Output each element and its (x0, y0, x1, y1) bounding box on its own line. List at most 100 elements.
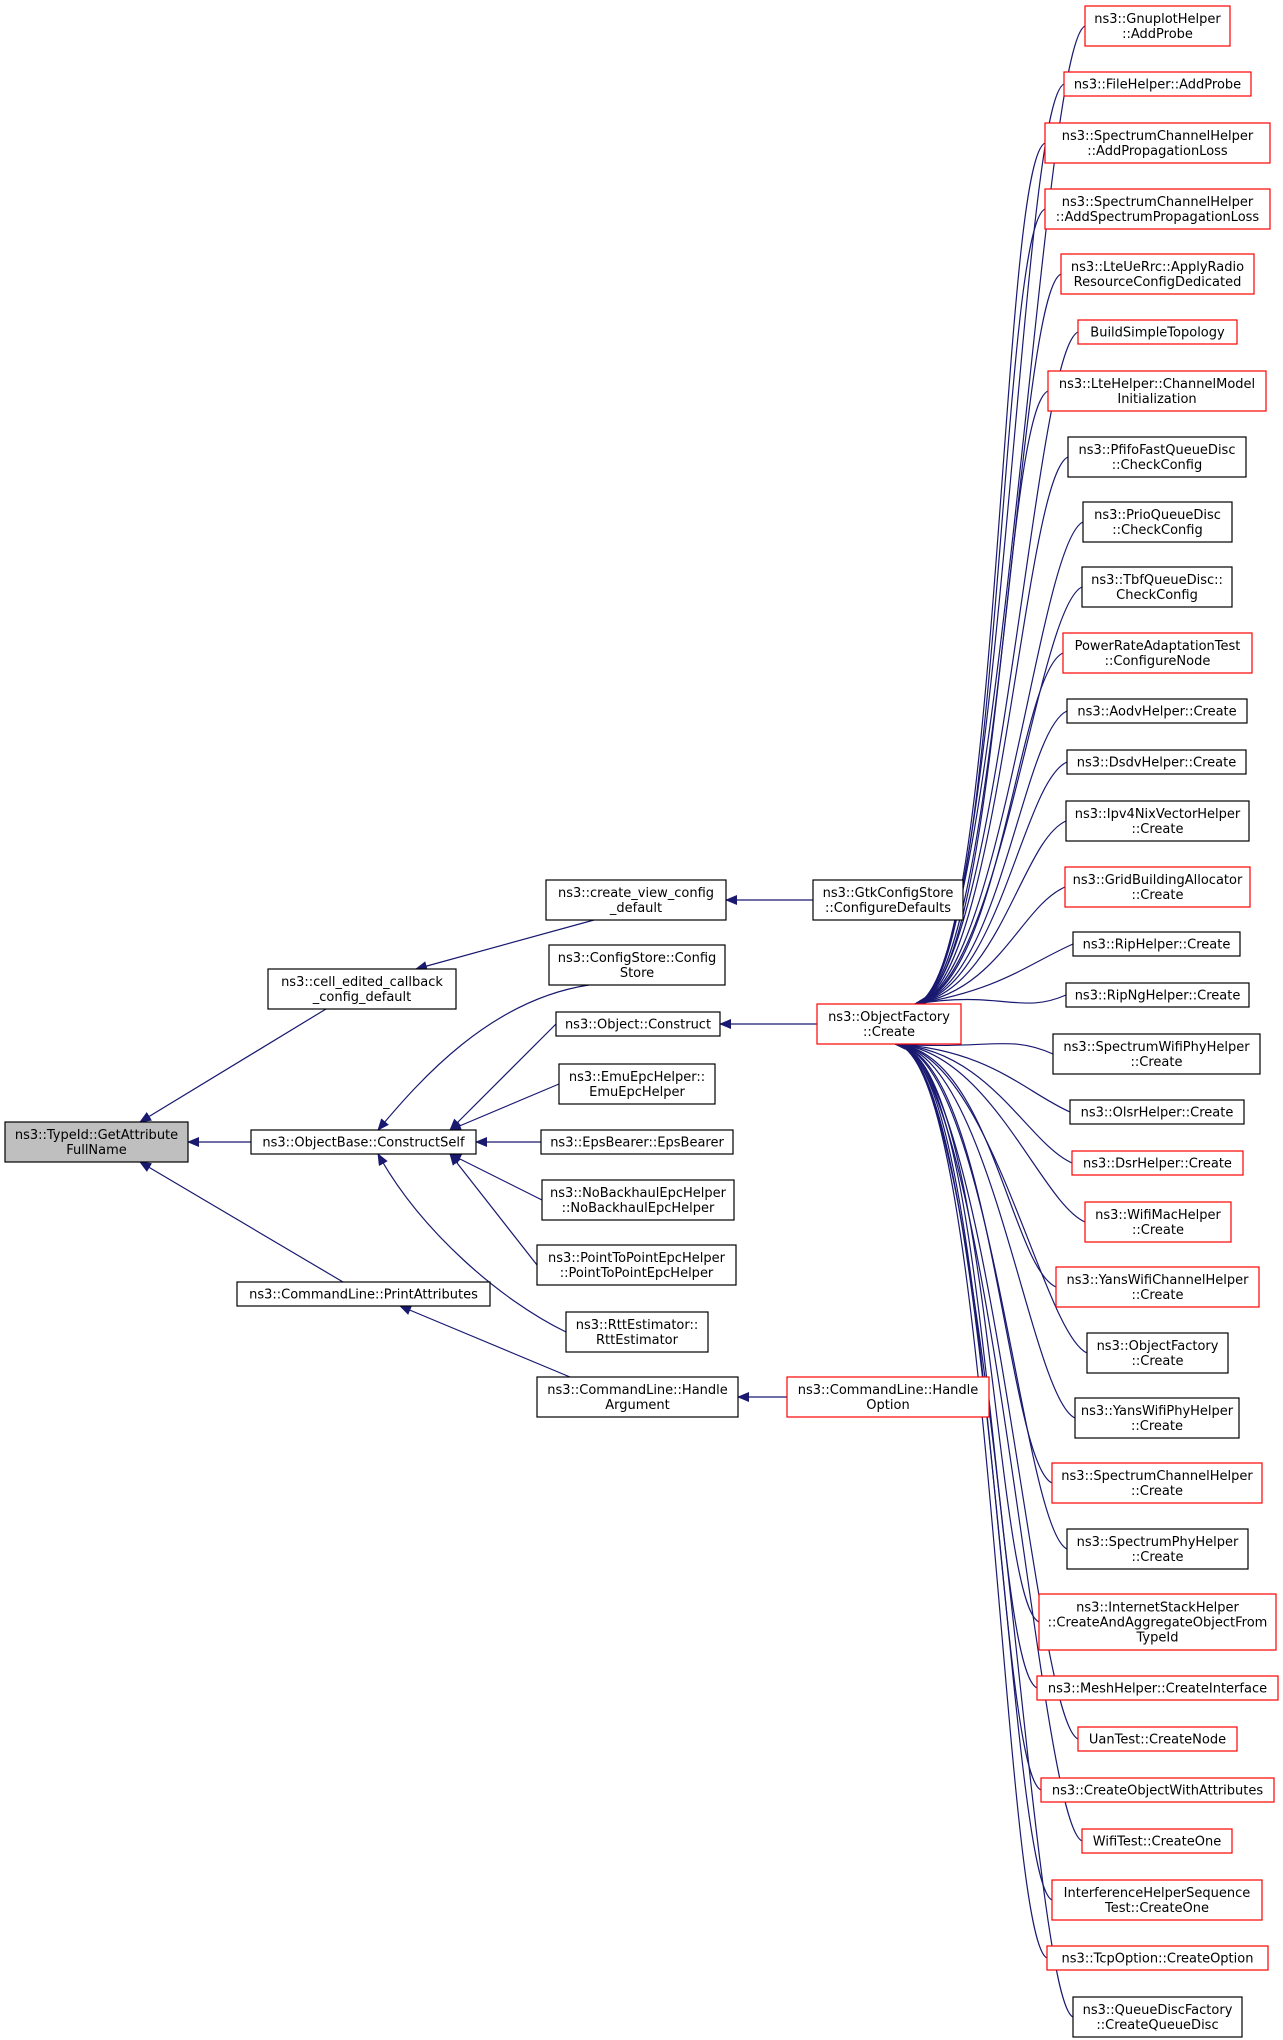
node-box (1038, 1593, 1277, 1651)
node-label-line: ::CheckConfig (1112, 458, 1202, 473)
node-r17[interactable]: ns3::RipNgHelper::Create (1065, 982, 1250, 1008)
node-r7[interactable]: ns3::LteHelper::ChannelModelInitializati… (1047, 370, 1267, 412)
node-r24[interactable]: ns3::YansWifiPhyHelper::Create (1074, 1397, 1240, 1439)
node-label-line: ns3::TbfQueueDisc:: (1091, 573, 1223, 588)
node-label-line: EmuEpcHelper (589, 1085, 685, 1100)
edge-rttest-to-construct_self (377, 1153, 567, 1333)
node-r9[interactable]: ns3::PrioQueueDisc::CheckConfig (1082, 501, 1233, 543)
node-label-line: ::CheckConfig (1112, 523, 1202, 538)
node-label-line: ::Create (1132, 1550, 1184, 1565)
node-box (250, 1129, 477, 1155)
node-objectfactory_create[interactable]: ns3::ObjectFactory::Create (816, 1003, 962, 1045)
node-label-line: ns3::create_view_config (558, 886, 714, 901)
node-label-line: ns3::EpsBearer::EpsBearer (550, 1136, 724, 1151)
node-label-line: Initialization (1117, 392, 1196, 407)
node-r20[interactable]: ns3::DsrHelper::Create (1071, 1150, 1244, 1176)
node-r16[interactable]: ns3::RipHelper::Create (1072, 931, 1241, 957)
node-box (565, 1311, 709, 1353)
node-r18[interactable]: ns3::SpectrumWifiPhyHelper::Create (1052, 1033, 1261, 1075)
node-r14[interactable]: ns3::Ipv4NixVectorHelper::Create (1065, 800, 1250, 842)
node-box (1065, 982, 1250, 1008)
node-r11[interactable]: PowerRateAdaptationTest::ConfigureNode (1062, 632, 1253, 674)
node-box (1040, 1777, 1275, 1803)
node-label-line: ::CreateAndAggregateObjectFrom (1048, 1616, 1268, 1631)
node-label-line: ResourceConfigDedicated (1074, 275, 1242, 290)
node-r33[interactable]: ns3::TcpOption::CreateOption (1046, 1945, 1269, 1971)
node-box (1051, 1879, 1263, 1921)
node-label-line: ::ConfigureDefaults (825, 901, 951, 916)
node-emuepc[interactable]: ns3::EmuEpcHelper::EmuEpcHelper (558, 1063, 716, 1105)
node-box (1065, 800, 1250, 842)
node-label-line: ns3::FileHelper::AddProbe (1074, 78, 1241, 93)
node-r19[interactable]: ns3::OlsrHelper::Create (1069, 1099, 1245, 1125)
node-nobackhaul[interactable]: ns3::NoBackhaulEpcHelper::NoBackhaulEpcH… (541, 1179, 735, 1221)
node-box (1086, 1332, 1229, 1374)
node-cell_edited[interactable]: ns3::cell_edited_callback_config_default (267, 968, 457, 1010)
node-r13[interactable]: ns3::DsdvHelper::Create (1066, 749, 1247, 775)
node-box (1066, 1528, 1249, 1570)
node-r21[interactable]: ns3::WifiMacHelper::Create (1084, 1201, 1232, 1243)
node-r15[interactable]: ns3::GridBuildingAllocator::Create (1064, 866, 1251, 908)
node-r4[interactable]: ns3::SpectrumChannelHelper::AddSpectrumP… (1044, 188, 1271, 230)
node-r3[interactable]: ns3::SpectrumChannelHelper::AddPropagati… (1044, 122, 1271, 164)
node-label-line: ::AddProbe (1122, 27, 1193, 42)
node-r29[interactable]: UanTest::CreateNode (1077, 1726, 1238, 1752)
edge-r26-to-objectfactory_create (894, 1039, 1068, 1550)
node-label-line: ns3::SpectrumChannelHelper (1062, 129, 1254, 144)
node-r28[interactable]: ns3::MeshHelper::CreateInterface (1036, 1675, 1279, 1701)
node-print_attributes[interactable]: ns3::CommandLine::PrintAttributes (236, 1281, 491, 1307)
node-box (1062, 632, 1253, 674)
node-label-line: ns3::SpectrumChannelHelper (1061, 1469, 1253, 1484)
node-r31[interactable]: WifiTest::CreateOne (1081, 1828, 1233, 1854)
node-construct_self[interactable]: ns3::ObjectBase::ConstructSelf (250, 1129, 477, 1155)
node-r27[interactable]: ns3::InternetStackHelper::CreateAndAggre… (1038, 1593, 1277, 1651)
node-create_view[interactable]: ns3::create_view_config_default (545, 879, 727, 921)
node-r12[interactable]: ns3::AodvHelper::Create (1066, 698, 1248, 724)
node-label-line: ns3::CreateObjectWithAttributes (1052, 1784, 1263, 1799)
node-box (1044, 122, 1271, 164)
node-box (786, 1376, 990, 1418)
node-rttest[interactable]: ns3::RttEstimator::RttEstimator (565, 1311, 709, 1353)
node-p2pepc[interactable]: ns3::PointToPointEpcHelper::PointToPoint… (536, 1244, 737, 1286)
node-label-line: ns3::Object::Construct (565, 1018, 711, 1033)
edge-r4-to-objectfactory_create (914, 208, 1046, 1008)
node-configstore[interactable]: ns3::ConfigStore::ConfigStore (548, 944, 726, 986)
node-r5[interactable]: ns3::LteUeRrc::ApplyRadioResourceConfigD… (1060, 253, 1255, 295)
node-r6[interactable]: BuildSimpleTopology (1077, 319, 1238, 345)
node-box (1047, 370, 1267, 412)
edge-r15-to-objectfactory_create (914, 886, 1066, 1008)
node-r10[interactable]: ns3::TbfQueueDisc::CheckConfig (1081, 566, 1233, 608)
node-r1[interactable]: ns3::GnuplotHelper::AddProbe (1084, 5, 1231, 47)
edge-r11-to-objectfactory_create (914, 652, 1064, 1008)
node-object_construct[interactable]: ns3::Object::Construct (555, 1011, 721, 1037)
node-r22[interactable]: ns3::YansWifiChannelHelper::Create (1055, 1266, 1260, 1308)
node-label-line: ns3::TypeId::GetAttribute (15, 1128, 178, 1143)
node-box (555, 1011, 721, 1037)
node-gtkconfig[interactable]: ns3::GtkConfigStore::ConfigureDefaults (812, 879, 964, 921)
node-r8[interactable]: ns3::PfifoFastQueueDisc::CheckConfig (1067, 436, 1247, 478)
edge-layer (139, 25, 1088, 2018)
node-r32[interactable]: InterferenceHelperSequenceTest::CreateOn… (1051, 1879, 1263, 1921)
node-box (1044, 188, 1271, 230)
node-r26[interactable]: ns3::SpectrumPhyHelper::Create (1066, 1528, 1249, 1570)
node-box (545, 879, 727, 921)
node-box (541, 1179, 735, 1221)
node-box (1066, 698, 1248, 724)
node-r34[interactable]: ns3::QueueDiscFactory::CreateQueueDisc (1072, 1996, 1243, 2038)
node-r23[interactable]: ns3::ObjectFactory::Create (1086, 1332, 1229, 1374)
node-box (236, 1281, 491, 1307)
edge-r16-to-objectfactory_create (914, 943, 1074, 1008)
node-label-line: ::AddSpectrumPropagationLoss (1056, 210, 1260, 225)
node-r25[interactable]: ns3::SpectrumChannelHelper::Create (1051, 1462, 1263, 1504)
node-label-line: Argument (605, 1398, 670, 1413)
node-r2[interactable]: ns3::FileHelper::AddProbe (1063, 71, 1252, 97)
node-box (536, 1376, 739, 1418)
node-r30[interactable]: ns3::CreateObjectWithAttributes (1040, 1777, 1275, 1803)
node-epsbearer[interactable]: ns3::EpsBearer::EpsBearer (540, 1129, 734, 1155)
node-label-line: ns3::QueueDiscFactory (1083, 2003, 1233, 2018)
edge-r7-to-objectfactory_create (914, 390, 1049, 1008)
